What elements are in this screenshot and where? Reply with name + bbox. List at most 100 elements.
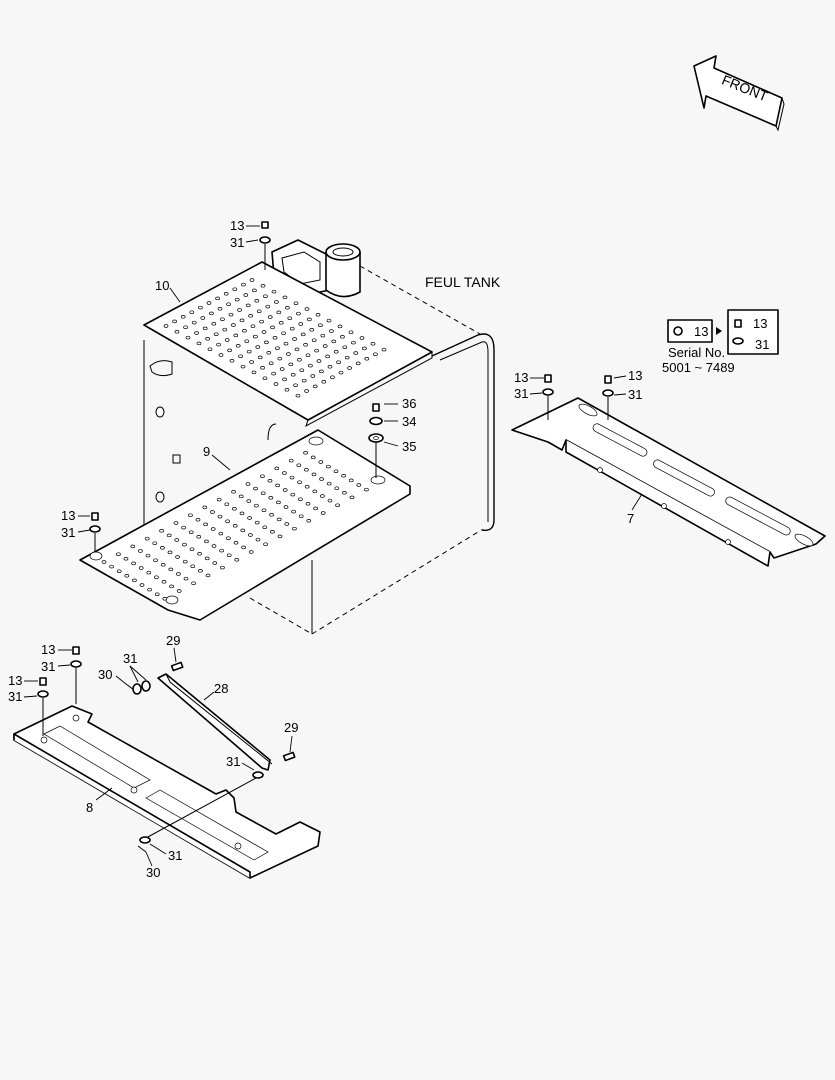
perforation-hole xyxy=(246,349,252,354)
perforation-hole xyxy=(225,519,230,523)
perforation-hole xyxy=(320,333,326,338)
perforation-hole xyxy=(313,506,318,511)
bottom-step-plate xyxy=(13,646,321,879)
perforation-hole xyxy=(319,477,324,481)
right-step-plate xyxy=(511,374,826,567)
perforation-hole xyxy=(297,480,302,484)
perforation-hole xyxy=(260,284,266,288)
perforation-hole xyxy=(292,526,297,531)
callout-13-right-1: 13 xyxy=(514,370,528,385)
perforation-hole xyxy=(232,524,238,528)
top-cover-holes xyxy=(163,278,387,398)
perforation-hole xyxy=(182,559,188,564)
fuel-tank-body: FEUL TANK xyxy=(143,239,501,635)
perforation-hole xyxy=(278,321,284,325)
perforation-hole xyxy=(336,360,341,364)
perforation-hole xyxy=(304,307,310,311)
callout-10: 10 xyxy=(155,278,169,293)
perforation-hole xyxy=(163,324,169,328)
perforation-hole xyxy=(116,569,122,573)
perforation-hole xyxy=(348,478,354,483)
callout-28: 28 xyxy=(214,681,228,696)
perforation-hole xyxy=(264,340,269,345)
callout-31-top: 31 xyxy=(230,235,244,250)
perforation-hole xyxy=(276,310,282,315)
perforation-hole xyxy=(182,542,187,547)
perforation-hole xyxy=(255,345,261,349)
perforation-hole xyxy=(249,360,254,364)
perforation-hole xyxy=(289,475,295,480)
perforation-hole xyxy=(268,361,274,365)
perforation-hole xyxy=(238,494,244,499)
perforation-hole xyxy=(154,592,160,596)
perforation-hole xyxy=(355,361,361,366)
perforation-hole xyxy=(297,358,302,362)
perforation-hole xyxy=(284,388,290,392)
perforation-hole xyxy=(312,489,318,494)
perforation-hole xyxy=(364,357,370,361)
perforation-hole xyxy=(139,583,145,587)
perforation-hole xyxy=(305,502,311,506)
perforation-hole xyxy=(266,351,272,355)
perforation-hole xyxy=(244,339,250,343)
perforation-hole xyxy=(173,521,179,525)
perforation-hole xyxy=(284,522,290,526)
perforation-hole xyxy=(202,326,208,331)
perforation-hole xyxy=(282,295,288,300)
callout-13-left: 13 xyxy=(61,508,75,523)
perforation-hole xyxy=(283,341,289,346)
perforation-hole xyxy=(326,481,332,486)
perforation-hole xyxy=(197,552,202,556)
perforation-hole xyxy=(286,352,291,356)
perforation-hole xyxy=(342,491,347,495)
perforation-hole xyxy=(204,539,209,544)
perforation-hole xyxy=(347,366,352,370)
perforation-hole xyxy=(211,322,217,326)
perforation-hole xyxy=(247,516,252,520)
perforation-hole xyxy=(176,572,181,576)
perforation-hole xyxy=(254,299,260,303)
perforation-hole xyxy=(180,315,186,319)
perforation-hole xyxy=(204,556,210,561)
perforation-hole xyxy=(243,293,249,297)
perforation-hole xyxy=(109,564,114,569)
perforation-hole xyxy=(217,307,223,311)
perforation-hole xyxy=(335,503,340,507)
perforation-hole xyxy=(275,483,280,488)
perforation-hole xyxy=(298,514,304,518)
tank-label: FEUL TANK xyxy=(425,274,501,290)
perforation-hole xyxy=(235,344,241,348)
callout-8: 8 xyxy=(86,800,93,815)
perforation-hole xyxy=(198,569,203,573)
perforation-hole xyxy=(246,499,252,503)
perforation-hole xyxy=(195,518,201,522)
perforation-hole xyxy=(349,495,355,500)
perforation-hole xyxy=(138,566,144,570)
perforation-hole xyxy=(248,314,253,318)
perforation-hole xyxy=(304,468,309,472)
perforation-hole xyxy=(257,355,263,360)
perforation-hole xyxy=(146,570,152,575)
perforation-hole xyxy=(123,557,129,561)
front-arrow: FRONT xyxy=(693,55,785,132)
perforation-hole xyxy=(172,319,177,324)
callout-31-right-2: 31 xyxy=(628,387,642,402)
perforation-hole xyxy=(275,346,280,350)
perforation-hole xyxy=(256,309,262,313)
perforation-hole xyxy=(370,342,376,346)
perforation-hole xyxy=(338,370,344,375)
perforation-hole xyxy=(334,486,340,490)
perforation-hole xyxy=(183,325,188,329)
perforation-hole xyxy=(160,563,166,567)
perforation-hole xyxy=(262,376,268,380)
perforation-hole xyxy=(260,491,266,495)
perforation-hole xyxy=(333,350,339,354)
perforation-hole xyxy=(231,490,236,494)
perforation-hole xyxy=(207,347,213,351)
perforation-hole xyxy=(327,365,333,369)
perforation-hole xyxy=(217,514,223,519)
perforation-hole xyxy=(308,363,313,368)
perforation-hole xyxy=(251,370,257,375)
perforation-hole xyxy=(167,550,173,555)
perforation-hole xyxy=(131,561,136,566)
